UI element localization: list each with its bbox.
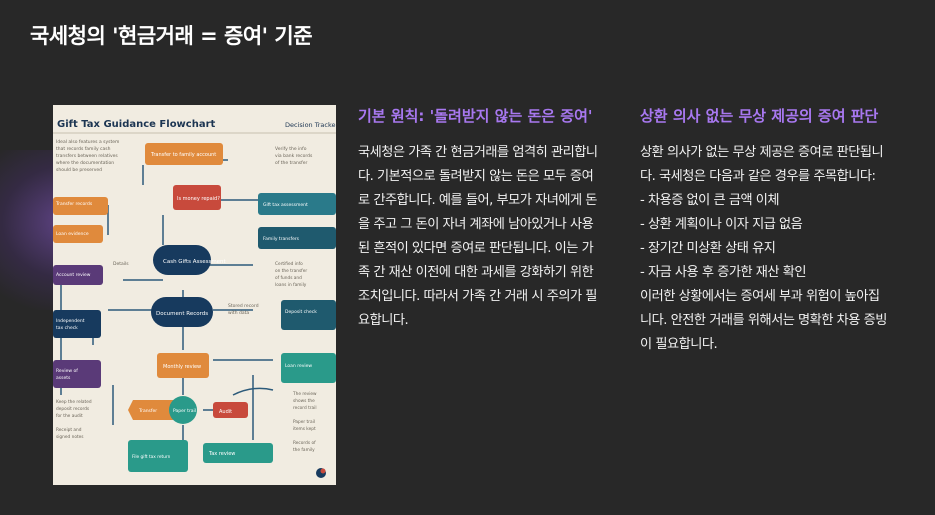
svg-text:The review: The review bbox=[292, 391, 317, 397]
svg-text:that records family cash: that records family cash bbox=[56, 146, 111, 152]
svg-text:assets: assets bbox=[56, 375, 71, 381]
svg-text:Transfer records: Transfer records bbox=[55, 201, 93, 207]
svg-text:Transfer: Transfer bbox=[138, 408, 157, 414]
svg-text:Deposit check: Deposit check bbox=[285, 309, 317, 315]
flowchart-title-right: Decision Tracker bbox=[285, 121, 336, 129]
node-hub: Document Records bbox=[156, 311, 208, 317]
node-orange-mid: Monthly review bbox=[163, 364, 201, 370]
svg-text:tax check: tax check bbox=[56, 325, 78, 331]
svg-text:Stored record: Stored record bbox=[228, 303, 259, 309]
list-item: - 차용증 없이 큰 금액 이체 bbox=[640, 193, 780, 208]
svg-text:Verify the info: Verify the info bbox=[275, 146, 307, 152]
node-bottom-right: Tax review bbox=[208, 451, 235, 457]
svg-text:Keep the related: Keep the related bbox=[56, 399, 92, 405]
page-title: 국세청의 '현금거래 = 증여' 기준 bbox=[30, 24, 313, 48]
list-item: - 상환 계획이나 이자 지급 없음 bbox=[640, 217, 803, 232]
svg-text:record trail: record trail bbox=[293, 405, 317, 411]
svg-text:Ideal also features a system: Ideal also features a system bbox=[56, 139, 119, 145]
svg-text:via bank records: via bank records bbox=[275, 153, 313, 159]
svg-text:should be preserved: should be preserved bbox=[56, 167, 102, 173]
svg-text:for the audit: for the audit bbox=[56, 413, 83, 419]
flowchart-svg: Gift Tax Guidance Flowchart Decision Tra… bbox=[53, 105, 336, 485]
section-1-body: 국세청은 가족 간 현금거래를 엄격히 관리합니다. 기본적으로 돌려받지 않는… bbox=[358, 145, 598, 328]
svg-text:items kept: items kept bbox=[293, 426, 316, 432]
svg-text:Gift tax assessment: Gift tax assessment bbox=[263, 202, 308, 208]
list-item: - 장기간 미상환 상태 유지 bbox=[640, 241, 776, 256]
node-bottom-teal: File gift tax return bbox=[132, 454, 171, 460]
svg-text:on the transfer: on the transfer bbox=[275, 268, 307, 274]
section-1-heading: 기본 원칙: '돌려받지 않는 돈은 증여' bbox=[358, 107, 593, 125]
svg-text:signed notes: signed notes bbox=[56, 434, 84, 440]
flowchart-illustration: Gift Tax Guidance Flowchart Decision Tra… bbox=[53, 105, 336, 485]
section-2-intro: 상환 의사가 없는 무상 제공은 증여로 판단됩니다. 국세청은 다음과 같은 … bbox=[640, 145, 884, 184]
svg-text:transfers between relatives: transfers between relatives bbox=[56, 153, 118, 159]
svg-text:Account review: Account review bbox=[56, 272, 91, 278]
section-2-outro: 이러한 상황에서는 증여세 부과 위험이 높아집니다. 안전한 거래를 위해서는… bbox=[640, 289, 887, 352]
svg-text:of the transfer: of the transfer bbox=[275, 160, 308, 166]
svg-text:deposit records: deposit records bbox=[56, 406, 90, 412]
svg-text:Loan review: Loan review bbox=[285, 363, 312, 369]
svg-text:where the documentation: where the documentation bbox=[56, 160, 114, 166]
svg-text:shows the: shows the bbox=[293, 398, 315, 404]
section-gift-judgment: 상환 의사 없는 무상 제공의 증여 판단 상환 의사가 없는 무상 제공은 증… bbox=[640, 106, 890, 357]
node-center: Cash Gifts Assessment bbox=[163, 259, 227, 265]
section-basic-principle: 기본 원칙: '돌려받지 않는 돈은 증여' 국세청은 가족 간 현금거래를 엄… bbox=[358, 106, 598, 333]
svg-text:Records of: Records of bbox=[293, 440, 316, 446]
node-red-small: Audit bbox=[219, 409, 232, 415]
svg-text:Paper trail: Paper trail bbox=[293, 419, 315, 425]
node-teal-left: Paper trail bbox=[173, 408, 196, 414]
svg-text:Details: Details bbox=[113, 261, 129, 267]
section-2-heading: 상환 의사 없는 무상 제공의 증여 판단 bbox=[640, 107, 879, 125]
node-top: Transfer to family account bbox=[150, 152, 216, 158]
svg-text:Independent: Independent bbox=[56, 318, 85, 324]
svg-text:with data: with data bbox=[228, 310, 249, 316]
svg-text:Review of: Review of bbox=[56, 368, 78, 374]
svg-text:Certified info: Certified info bbox=[275, 261, 303, 267]
svg-text:loans in family: loans in family bbox=[275, 282, 307, 288]
svg-text:of funds and: of funds and bbox=[275, 275, 302, 281]
node-red: Is money repaid? bbox=[177, 196, 220, 202]
svg-text:Loan evidence: Loan evidence bbox=[56, 231, 89, 237]
flowchart-title: Gift Tax Guidance Flowchart bbox=[57, 119, 216, 130]
svg-text:Family transfers: Family transfers bbox=[263, 236, 300, 242]
list-item: - 자금 사용 후 증가한 재산 확인 bbox=[640, 265, 807, 280]
svg-text:the family: the family bbox=[293, 447, 315, 453]
svg-text:Receipt and: Receipt and bbox=[56, 427, 82, 433]
